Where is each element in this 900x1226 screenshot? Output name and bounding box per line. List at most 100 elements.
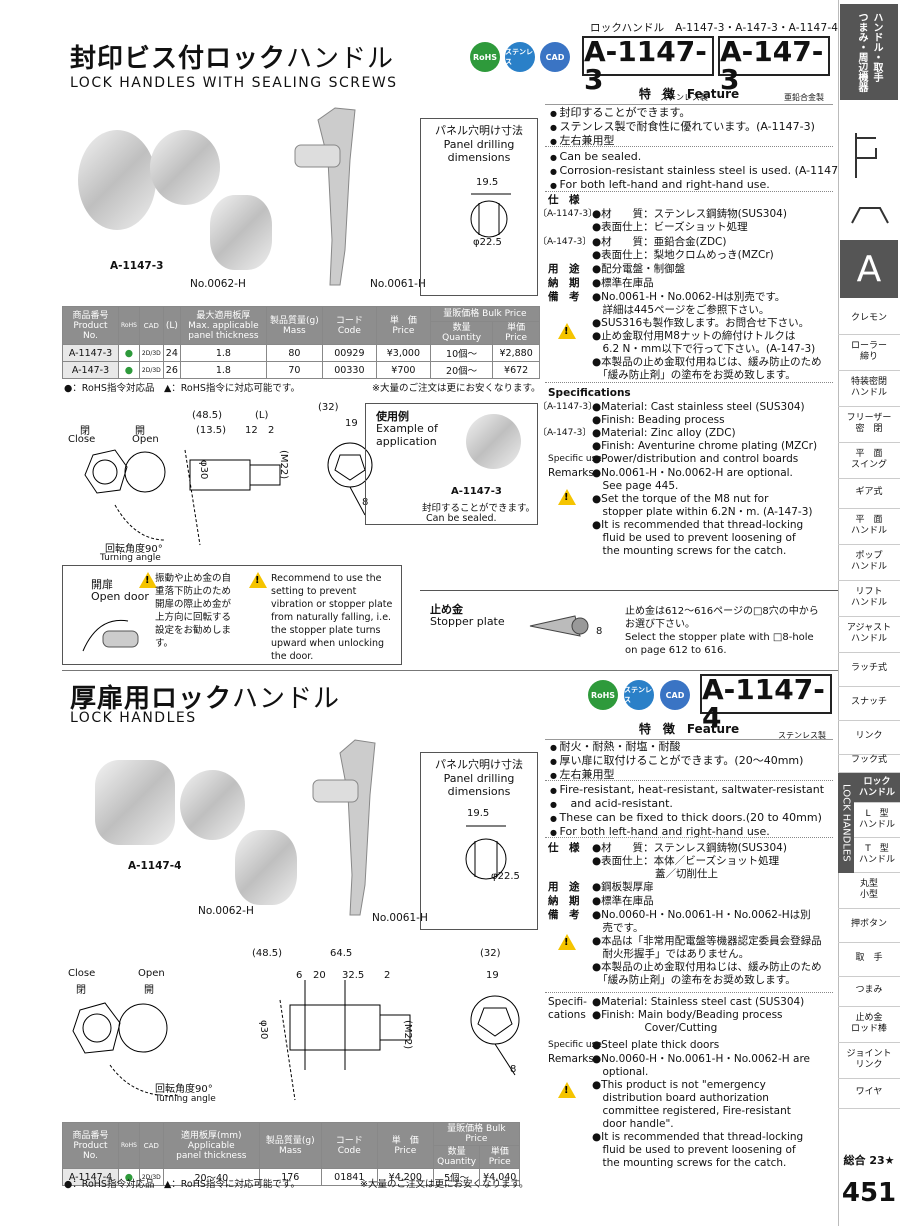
end-view-drawing	[470, 995, 520, 1076]
product-table: 商品番号 Product No. RoHS CAD (L) 最大適用板厚 Max…	[62, 306, 541, 379]
image-label: No.0062-H	[190, 278, 246, 290]
open-label: Open	[132, 434, 159, 445]
dim: 19	[486, 970, 499, 981]
example-box: 使用例 Example of application A-1147-3 封印する…	[365, 403, 538, 525]
sidebar-item[interactable]: アジャスト ハンドル	[838, 617, 900, 653]
warning-icon	[558, 1082, 576, 1098]
sidebar-item[interactable]: ワイヤ	[838, 1079, 900, 1109]
features-header: 特 徴 Feature	[545, 85, 833, 105]
sidebar-item[interactable]: 取 手	[838, 943, 900, 977]
turning-angle-jp: 回転角度90°	[155, 1084, 213, 1095]
sidebar-item[interactable]: フック式	[838, 755, 900, 773]
total-page-label: 総合 23★	[843, 1154, 895, 1167]
side-view-drawing	[279, 980, 411, 1101]
turning-angle-jp: 回転角度90°	[105, 544, 163, 555]
breadcrumb: ロックハンドル A-1147-3・A-147-3・A-1147-4	[590, 22, 839, 34]
product-photo-lock-body	[95, 760, 175, 845]
dim: 32.5	[342, 970, 365, 981]
dim: 12	[245, 425, 258, 436]
open-label-jp: 開	[144, 985, 154, 996]
sidebar-item[interactable]: クレモン	[838, 305, 900, 335]
end-view-drawing	[327, 442, 373, 516]
image-label: A-1147-4	[128, 860, 182, 872]
sidebar-item[interactable]: 平 面 スイング	[838, 443, 900, 479]
rohs-badge: RoHS	[470, 42, 500, 72]
product-photo-handle	[290, 100, 380, 295]
warning-icon	[558, 323, 576, 339]
sidebar-item[interactable]: 押ボタン	[838, 909, 900, 943]
sidebar-item[interactable]: ローラー 締り	[838, 335, 900, 371]
dim: 8	[510, 1064, 517, 1075]
remarks-label: 備 考	[548, 291, 580, 303]
section2-title: 厚扉用ロックハンドル	[70, 684, 341, 714]
product-photo-0062h	[235, 830, 297, 905]
stainless-badge: ステンレス	[624, 680, 654, 710]
panel-drilling-box: パネル穴明け寸法 Panel drilling dimensions 19.5 …	[420, 752, 538, 930]
remarks-label: 備 考	[548, 909, 580, 921]
rohs-badge: RoHS	[588, 680, 618, 710]
section1-title: 封印ビス付ロックハンドル	[70, 44, 395, 74]
spec-en-lines: ●Material: Zinc alloy (ZDC)●Finish: Aven…	[592, 427, 818, 452]
remarks-en-label: Remarks	[548, 467, 594, 479]
legend: ●：RoHS指令対応品 ▲：RoHS指令に対応可能です。	[64, 1179, 300, 1190]
spec-en-label: Specifications	[548, 387, 631, 399]
sidebar-item[interactable]: 止め金 ロッド棒	[838, 1007, 900, 1043]
product-photo-cover	[180, 770, 245, 840]
sidebar-vertical-label: LOCK HANDLES	[838, 773, 854, 873]
use-en-text: ●Power/distribution and control boards	[592, 453, 799, 465]
dim: φ30	[198, 460, 209, 480]
sidebar-item[interactable]: L 型 ハンドル	[854, 803, 900, 838]
sidebar-item[interactable]: リフト ハンドル	[838, 581, 900, 617]
sidebar-item[interactable]: 特装密閉 ハンドル	[838, 371, 900, 407]
image-label: No.0061-H	[372, 912, 428, 924]
product-table: 商品番号 Product No. RoHS CAD 適用板厚(mm) Appli…	[62, 1122, 521, 1186]
spec-en-lines: ●Material: Cast stainless steel (SUS304)…	[592, 401, 805, 426]
legend: ●：RoHS指令対応品 ▲：RoHS指令に対応可能です。	[64, 383, 300, 394]
use-en-label: Specific use	[548, 454, 602, 464]
sidebar-item[interactable]: ポップ ハンドル	[838, 545, 900, 581]
warning-icon	[558, 489, 576, 505]
features-header: 特 徴 Feature	[545, 720, 833, 740]
use-text: ●鋼板製厚扉	[592, 881, 654, 893]
side-view-drawing	[184, 449, 281, 546]
dim: (48.5)	[252, 948, 283, 959]
sidebar-item[interactable]: ギア式	[838, 479, 900, 509]
open-label-jp: 開	[135, 426, 145, 437]
sidebar-item[interactable]: リンク	[838, 721, 900, 755]
front-view-drawing	[72, 1002, 181, 1097]
dim: (48.5)	[192, 410, 223, 421]
sidebar-item[interactable]: 平 面 ハンドル	[838, 509, 900, 545]
spec-label: 仕 様	[548, 194, 580, 206]
sidebar-item[interactable]: 丸型 小型	[838, 873, 900, 909]
cad-badge: CAD	[660, 680, 690, 710]
sidebar-item[interactable]: ラッチ式	[838, 653, 900, 687]
sidebar-item[interactable]: T 型 ハンドル	[854, 838, 900, 873]
delivery-label: 納 期	[548, 277, 580, 289]
dim: (L)	[255, 410, 269, 421]
features-jp: 耐火・耐熱・耐塩・耐酸厚い扉に取付けることができます。(20～40mm)左右兼用…	[550, 740, 804, 782]
stopper-box: 止め金 Stopper plate 8 止め金は612～616ページの□8穴の中…	[420, 590, 838, 665]
remarks-en: ●No.0061-H・No.0062-H are optional. See p…	[592, 467, 813, 557]
front-view-drawing	[84, 449, 166, 541]
bulk-note: ※大量のご注文は更にお安くなります。	[372, 383, 541, 394]
sidebar-item[interactable]: スナッチ	[838, 687, 900, 721]
remarks-jp: ●No.0061-H・No.0062-Hは別売です。 詳細は445ページをご参照…	[592, 291, 822, 381]
delivery-text: ●標準在庫品	[592, 895, 654, 907]
image-label: No.0061-H	[370, 278, 426, 290]
spec-tag: 〔A-147-3〕	[538, 428, 592, 438]
section2-title-en: LOCK HANDLES	[70, 710, 197, 726]
sidebar-item-active[interactable]: ロック ハンドル	[854, 773, 900, 803]
dim: 2	[268, 425, 275, 436]
dim: (32)	[480, 948, 501, 959]
spec-en-label: Specifi- cations	[548, 996, 587, 1021]
image-label: A-1147-3	[110, 260, 164, 272]
open-door-box: 開扉 Open door 振動や止め金の自重落下防止のため開扉の際止め金が上方向…	[62, 565, 402, 665]
sidebar-item[interactable]: フリーザー 密 閉	[838, 407, 900, 443]
features-en: Can be sealed.Corrosion-resistant stainl…	[550, 150, 854, 192]
sidebar-item[interactable]: ジョイント リンク	[838, 1043, 900, 1079]
sidebar-item[interactable]: つまみ	[838, 977, 900, 1007]
